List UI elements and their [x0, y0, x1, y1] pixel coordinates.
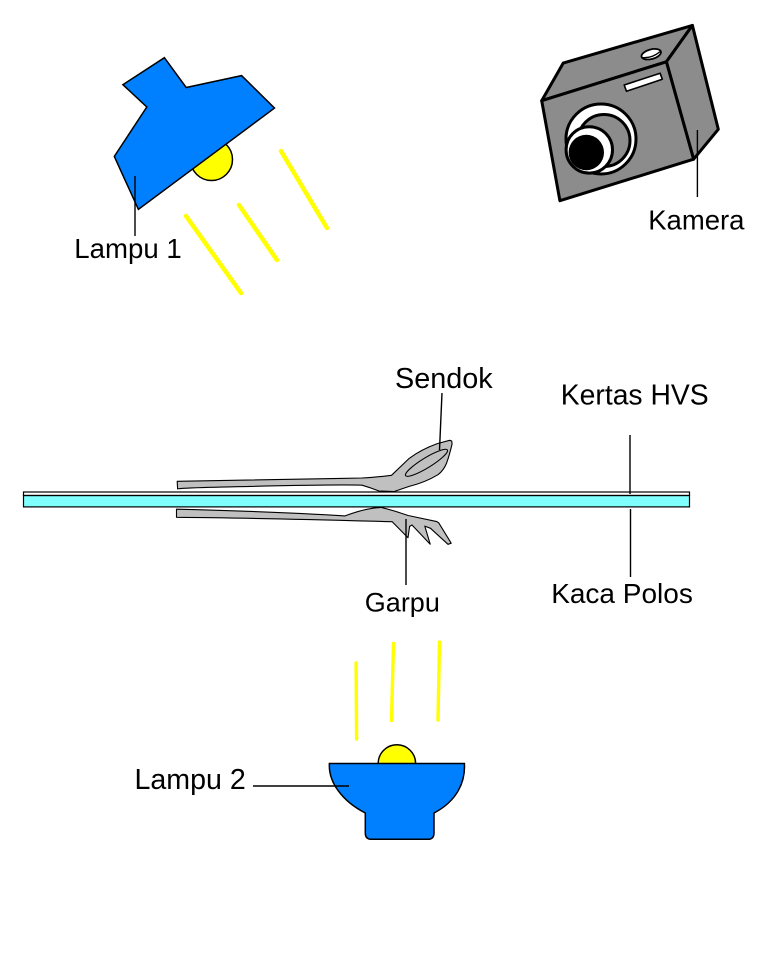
svg-text:Lampu 1: Lampu 1 — [74, 233, 181, 264]
svg-text:Kaca Polos: Kaca Polos — [551, 578, 693, 609]
svg-text:Sendok: Sendok — [395, 363, 493, 395]
svg-text:Lampu 2: Lampu 2 — [135, 764, 246, 796]
svg-text:Kamera: Kamera — [648, 205, 745, 236]
svg-text:Kertas HVS: Kertas HVS — [561, 378, 709, 410]
svg-text:Garpu: Garpu — [365, 588, 440, 618]
